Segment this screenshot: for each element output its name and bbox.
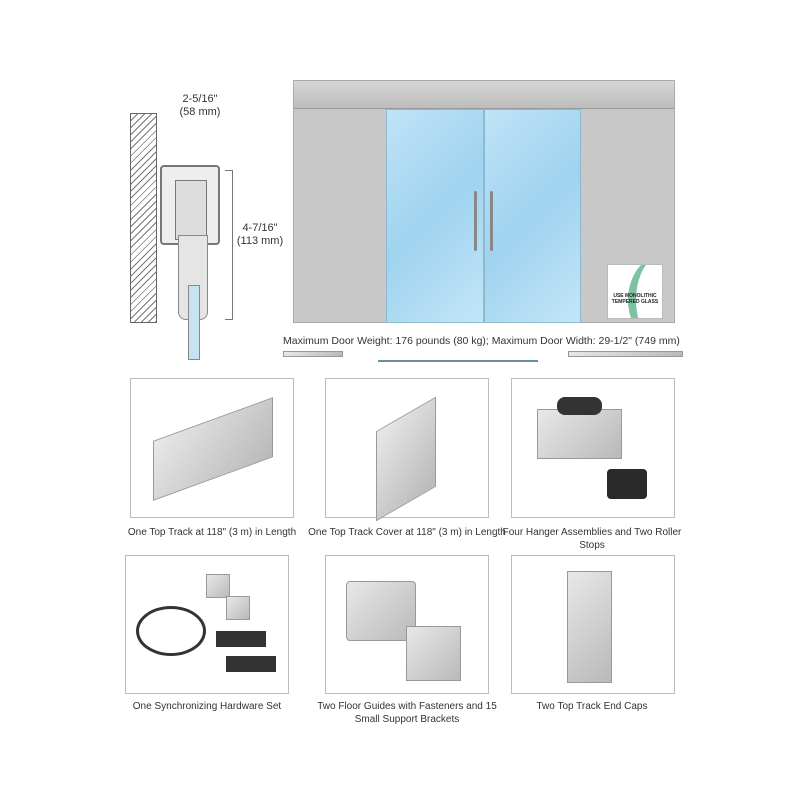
top-track-image [153,397,273,501]
track-end-left [283,351,343,357]
section-diagram: 2-5/16" (58 mm) 4-7/16" (113 mm) [130,85,300,360]
sticker-text: USE MONOLITHIC TEMPERED GLASS [611,293,659,305]
glass-right [484,109,581,323]
width-dim-inches: 2-5/16" [182,93,218,105]
support-bracket-image [406,626,461,681]
caption-floor-guides: Two Floor Guides with Fasteners and 15 S… [307,700,507,726]
track-end-right [568,351,683,357]
floor-guide-image [346,581,416,641]
caption-end-caps: Two Top Track End Caps [536,701,648,712]
handle-left [474,191,477,251]
caption-hanger: Four Hanger Assemblies and Two Roller St… [502,527,682,551]
track-cover-image [376,396,436,522]
end-cap-image [567,571,612,683]
door-illustration: USE MONOLITHIC TEMPERED GLASS [293,80,675,323]
caption-track-cover: One Top Track Cover at 118" (3 m) in Len… [308,527,506,538]
door-specs-caption: Maximum Door Weight: 176 pounds (80 kg);… [283,335,680,347]
card-sync-hardware [125,555,289,694]
roller-image [557,397,602,415]
track-strip [283,351,683,365]
sync-cable [378,360,538,362]
tempered-glass-sticker: USE MONOLITHIC TEMPERED GLASS [607,264,663,319]
sync-clamp-image-2 [226,656,276,672]
caption-top-track: One Top Track at 118" (3 m) in Length [127,527,297,538]
card-hanger [511,378,675,518]
sync-bracket-image [206,574,230,598]
card-end-caps [511,555,675,694]
width-dim-mm: (58 mm) [179,106,221,118]
glass-left [386,109,484,323]
glass-edge [188,285,200,360]
height-dim-mm: (113 mm) [236,235,284,247]
roller-stop-image [607,469,647,499]
sync-bracket-image-2 [226,596,250,620]
card-top-track [130,378,294,518]
sticker-arc [628,265,662,318]
height-dim-inches: 4-7/16" [242,222,278,234]
wall-hatch [130,113,157,323]
sync-clamp-image [216,631,266,647]
height-dimension: 4-7/16" (113 mm) [230,222,290,248]
width-dimension: 2-5/16" (58 mm) [160,93,240,119]
hanger-image [537,409,622,459]
caption-sync-hardware: One Synchronizing Hardware Set [132,701,282,712]
cover-profile [225,170,233,320]
card-track-cover [325,378,489,522]
card-floor-guides [325,555,489,694]
door-header [294,81,674,109]
caption-floor-guides-text: Two Floor Guides with Fasteners and 15 S… [317,701,497,725]
handle-right [490,191,493,251]
cable-coil-image [136,606,206,656]
hanger-body [175,180,207,240]
